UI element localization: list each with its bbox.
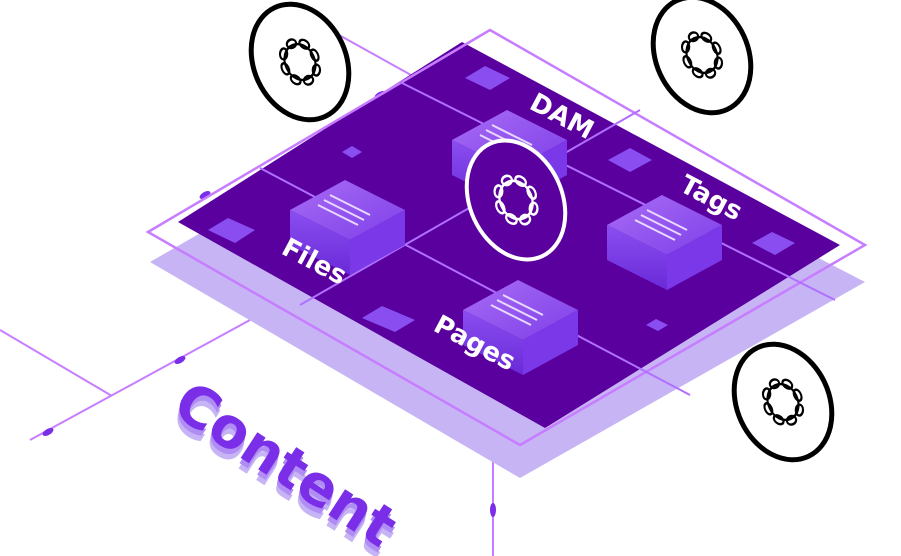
collaboration-ring-icon-top-left	[248, 1, 352, 123]
platform-outline	[145, 28, 868, 447]
platform-tiles	[208, 66, 795, 332]
document-box-icon-files	[290, 180, 405, 275]
svg-text:Content: Content	[162, 369, 408, 556]
collaboration-ring-icon-center	[464, 138, 568, 262]
document-box-icon-pages	[463, 280, 578, 375]
collaboration-ring-icon-bottom-right	[731, 341, 835, 463]
content-title: Content Content Content	[160, 369, 408, 556]
collaboration-ring-icon-top-right	[650, 0, 754, 116]
document-box-icon-tags	[607, 195, 722, 290]
